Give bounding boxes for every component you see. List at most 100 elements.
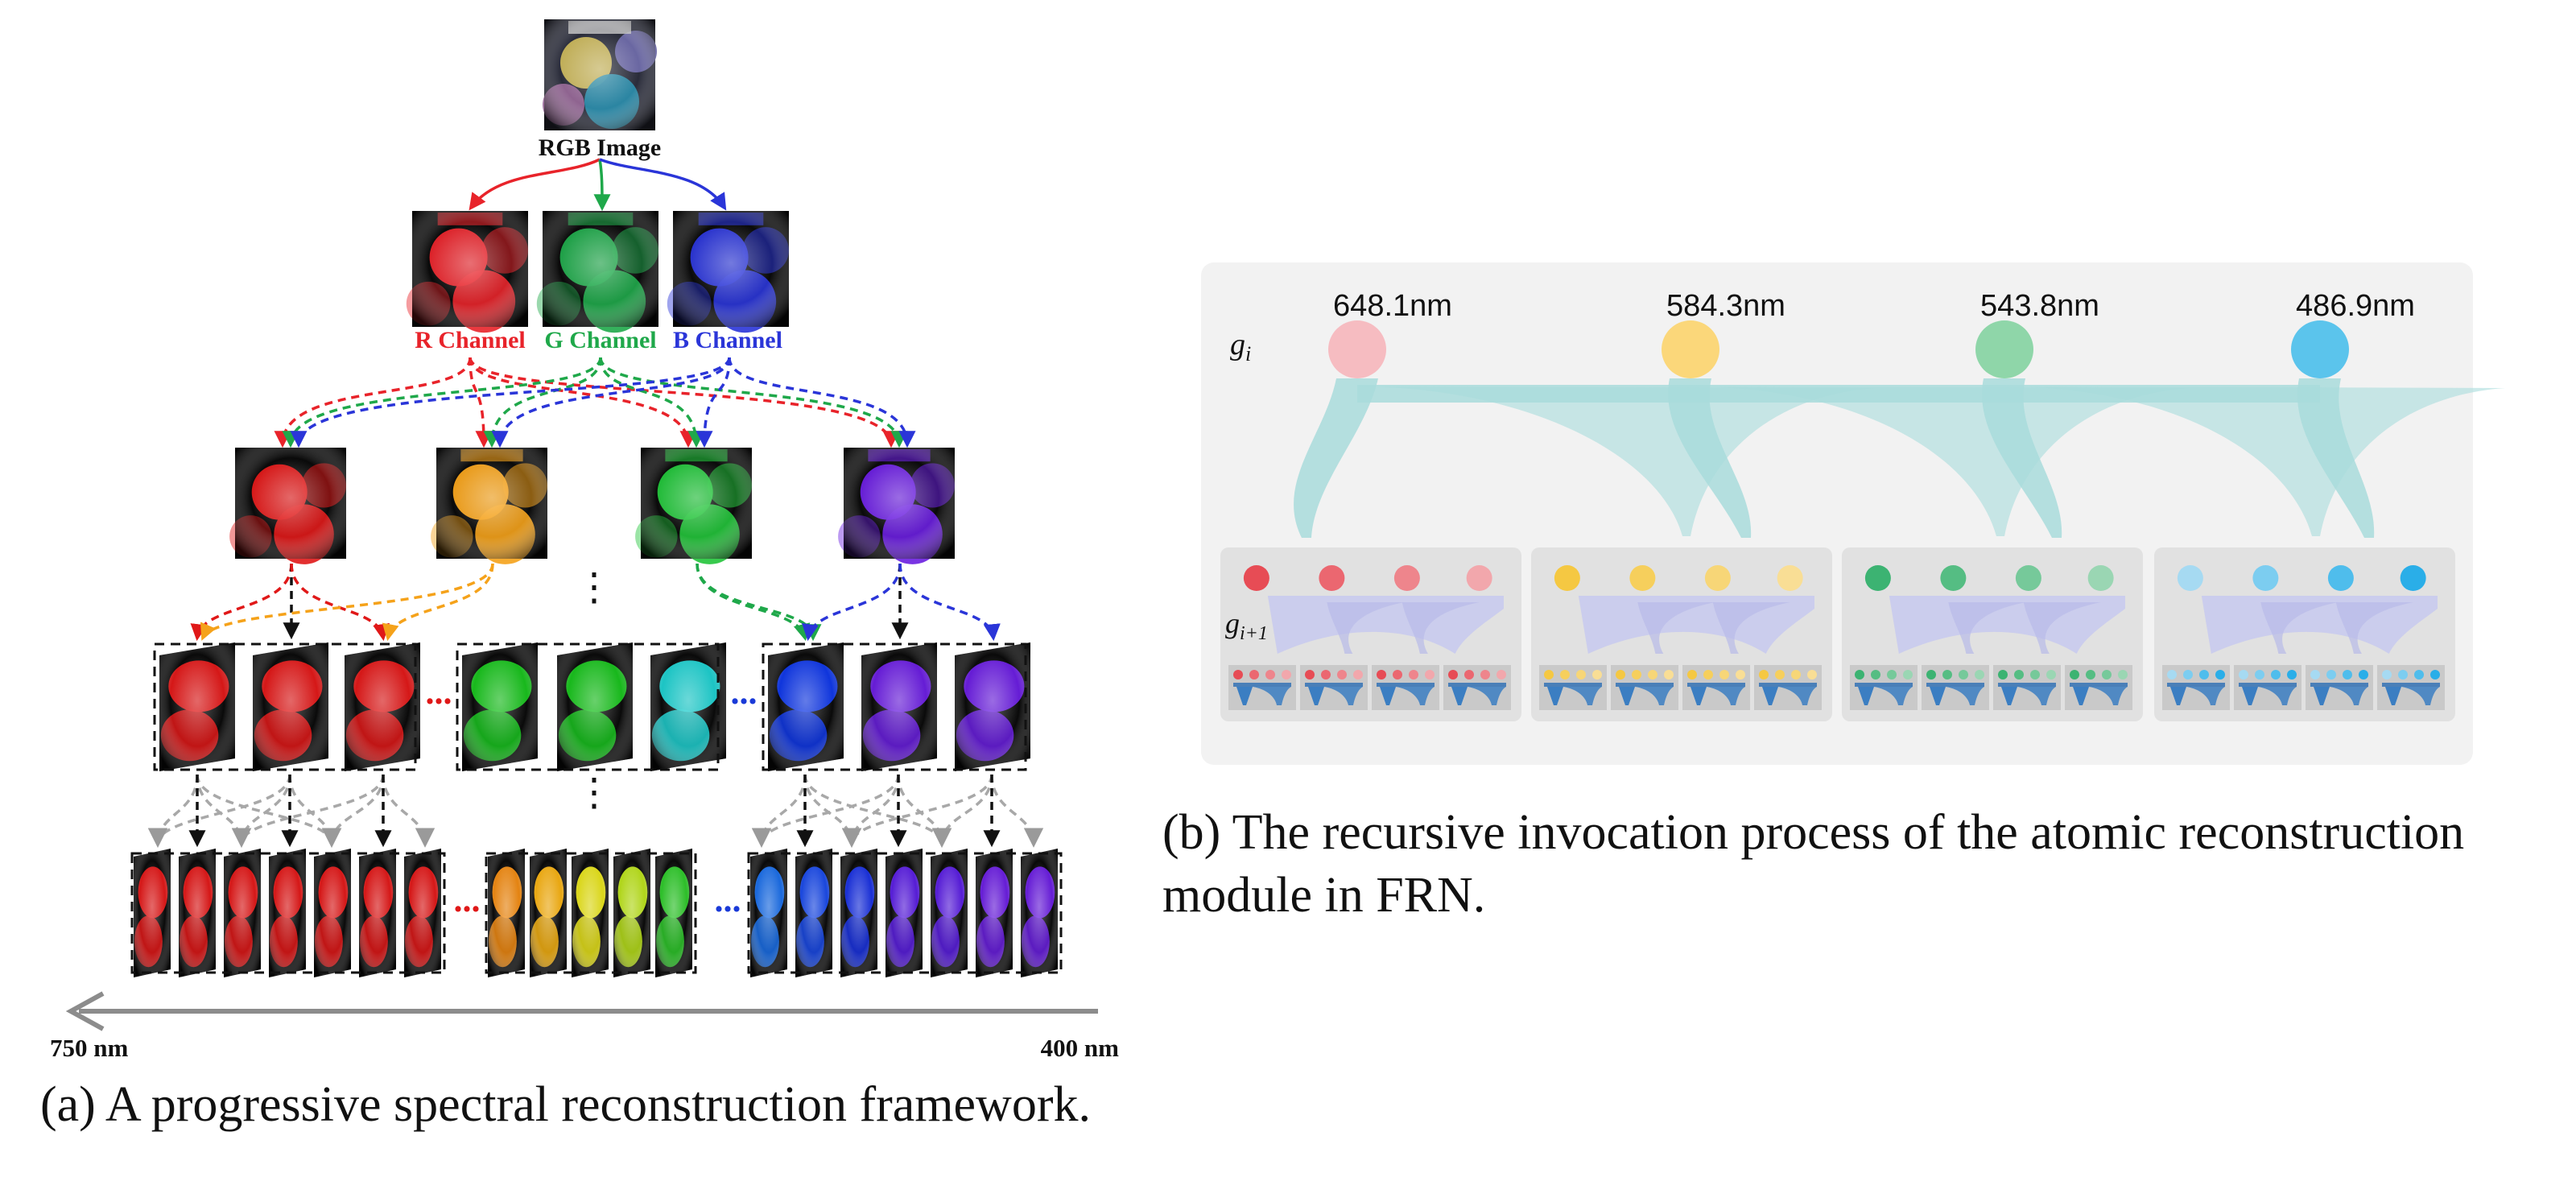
level-3-slice-6	[768, 642, 844, 771]
level-4-slice-13	[795, 849, 832, 977]
mini-module-1-1	[1611, 665, 1678, 710]
level-3-slice-3	[462, 642, 538, 771]
channel-2-to-l2-2-arrow	[696, 357, 731, 448]
sub-node-2-1	[1940, 565, 1967, 591]
channel-1-to-l2-3-arrow	[599, 357, 908, 448]
wavelength-label-0: 648.1nm	[1333, 289, 1452, 323]
top-fan-sweep-2	[2004, 386, 2505, 536]
level-3-group-box-1	[456, 642, 720, 771]
channel-image-2	[667, 211, 789, 333]
l2-red-to-l3-left	[190, 563, 293, 642]
caption-a: (a) A progressive spectral reconstructio…	[40, 1077, 1091, 1132]
rgb-to-r-arrow	[469, 158, 601, 211]
level-4-slice-18	[1021, 849, 1058, 977]
sub-node-1-2	[1704, 565, 1731, 591]
wavelength-node-3	[2291, 320, 2349, 378]
level-4-slice-5	[359, 849, 396, 977]
ellipsis-red-2: ...	[454, 880, 481, 919]
panel-a-spectral-framework: RGB Image R Channel G Channel B Channel …	[50, 19, 1119, 1062]
channel-2-to-l2-0-arrow	[290, 357, 731, 448]
wavelength-label-3: 486.9nm	[2296, 289, 2415, 323]
level-3-slice-2	[345, 642, 420, 771]
level-3-group-box-2	[762, 642, 1027, 771]
l3-to-l4-gray-arrow-12	[196, 774, 342, 848]
sub-fan-blade-1-2	[1712, 602, 1790, 654]
l3-to-l4-gray-arrow-16	[751, 774, 900, 848]
mini-module-0-0	[1228, 665, 1296, 710]
channel-2-to-l2-1-arrow	[491, 357, 731, 448]
sub-node-0-2	[1393, 565, 1420, 591]
top-fan-sweep-1	[1690, 386, 2190, 536]
sub-fan-blade-0-1	[1327, 602, 1405, 654]
level-4-slice-8	[530, 849, 567, 977]
sub-node-2-2	[2015, 565, 2041, 591]
sub-node-3-1	[2252, 565, 2279, 591]
wavelength-node-0	[1328, 320, 1386, 378]
sub-fan-blade-1-1	[1637, 602, 1715, 654]
level-4-group-box-1	[485, 852, 697, 974]
wavelength-label-2: 543.8nm	[1980, 289, 2099, 323]
mini-module-2-3	[2065, 665, 2132, 710]
mini-module-2-1	[1922, 665, 1989, 710]
top-fan-sweep-0	[1357, 386, 1876, 536]
l2-red-to-l3-right	[290, 563, 390, 642]
level-3-slice-1	[253, 642, 328, 771]
level-4-slice-2	[224, 849, 261, 977]
channel-1-to-l2-1-arrow	[483, 357, 602, 448]
l2-orange-to-l3-right	[382, 563, 494, 642]
level-2-image-1	[431, 448, 548, 564]
mini-module-3-3	[2377, 665, 2445, 710]
level-4-slice-9	[572, 849, 609, 977]
level-2-image-3	[838, 448, 955, 564]
mini-module-1-3	[1754, 665, 1822, 710]
sub-fan-blade-2-2	[2023, 602, 2101, 654]
channel-1-to-l2-0-arrow	[282, 357, 602, 448]
mini-module-1-2	[1682, 665, 1750, 710]
mini-module-1-0	[1539, 665, 1607, 710]
sub-node-1-1	[1629, 565, 1656, 591]
channel-2-to-l2-3-arrow	[728, 357, 916, 448]
l2-orange-to-l3-left	[200, 563, 494, 641]
wavelength-node-2	[1975, 320, 2033, 378]
l3-to-l4-gray-arrow-11	[990, 774, 1044, 848]
ellipsis-blue-2: ...	[715, 880, 741, 919]
sub-node-0-1	[1319, 565, 1345, 591]
mini-module-3-0	[2162, 665, 2230, 710]
top-fan-blade-0	[1294, 378, 1378, 538]
level-3-slice-5	[650, 642, 726, 771]
mini-module-3-1	[2234, 665, 2301, 710]
sub-node-1-3	[1777, 565, 1803, 591]
level-3-slice-8	[955, 642, 1030, 771]
level-3-slice-7	[861, 642, 937, 771]
g-channel-label: G Channel	[544, 327, 656, 353]
sub-fan-blade-0-2	[1402, 602, 1480, 654]
vertical-ellipsis-1: ⋮	[575, 566, 613, 609]
sub-node-1-0	[1554, 565, 1580, 591]
level-3-slice-0	[159, 642, 235, 771]
level-2-images	[229, 448, 955, 564]
g-i-label: gi	[1230, 328, 1251, 366]
rgb-image-thumbnail	[543, 19, 657, 130]
sub-group-2	[1842, 547, 2143, 721]
l2-purple-to-l3-right	[898, 563, 1001, 642]
vertical-ellipsis-2: ⋮	[575, 771, 613, 814]
level-4-slice-0	[134, 849, 171, 977]
top-fan-connections	[1294, 378, 2505, 538]
level-4-slice-16	[931, 849, 968, 977]
l3-to-l4-gray-arrow-13	[147, 774, 291, 848]
mini-module-3-2	[2306, 665, 2373, 710]
sub-node-3-0	[2177, 565, 2203, 591]
channel-0-to-l2-0-arrow	[274, 357, 472, 448]
level-4-slice-6	[404, 849, 441, 977]
sub-node-0-0	[1243, 565, 1269, 591]
channel-0-to-l2-1-arrow	[469, 357, 493, 448]
panel-a-connectors	[147, 158, 1044, 848]
sub-group-0	[1220, 547, 1521, 721]
sub-groups	[1220, 547, 2455, 721]
l3-to-l4-gray-arrow-5	[382, 774, 436, 848]
l3-to-l4-gray-arrow-6	[751, 774, 807, 848]
level-4-slice-1	[179, 849, 216, 977]
l2-purple-to-l3-left	[802, 563, 902, 642]
channel-0-to-l2-3-arrow	[469, 357, 900, 448]
level-3-slice-4	[557, 642, 633, 771]
